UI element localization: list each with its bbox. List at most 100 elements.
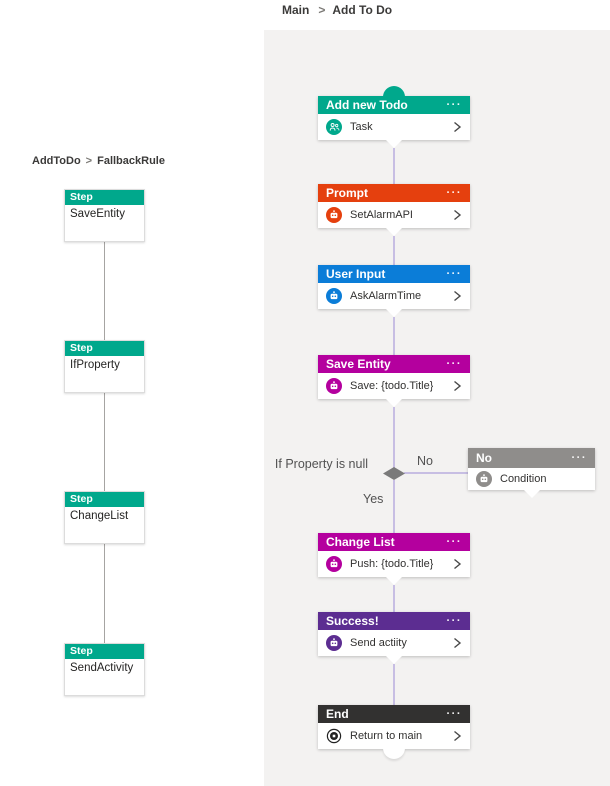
flow-node-save-entity[interactable]: Save Entity ··· Save: {todo.Title} xyxy=(318,355,470,407)
more-icon[interactable]: ··· xyxy=(446,708,462,720)
bot-icon xyxy=(326,635,342,651)
end-bottom-cap xyxy=(383,748,405,759)
node-tail xyxy=(386,656,402,664)
node-header[interactable]: Save Entity ··· xyxy=(318,355,470,373)
node-header[interactable]: Success! ··· xyxy=(318,612,470,630)
chevron-right-icon[interactable] xyxy=(452,558,462,570)
node-action-row[interactable]: Save: {todo.Title} xyxy=(318,373,470,399)
node-action-label: Send actiity xyxy=(350,637,407,649)
node-header[interactable]: Add new Todo ··· xyxy=(318,96,470,114)
step-node-header: Step xyxy=(65,644,144,659)
flow-node-change-list[interactable]: Change List ··· Push: {todo.Title} xyxy=(318,533,470,585)
node-action-label: Save: {todo.Title} xyxy=(350,380,434,392)
node-action-row[interactable]: SetAlarmAPI xyxy=(318,202,470,228)
node-title: No xyxy=(476,451,492,465)
step-node-label: SaveEntity xyxy=(70,208,125,220)
target-icon xyxy=(326,728,342,744)
node-title: Save Entity xyxy=(326,357,391,371)
node-header[interactable]: User Input ··· xyxy=(318,265,470,283)
flow-node-prompt[interactable]: Prompt ··· SetAlarmAPI xyxy=(318,184,470,236)
node-action-label: Condition xyxy=(500,473,547,485)
node-title: User Input xyxy=(326,267,386,281)
node-action-row[interactable]: Task xyxy=(318,114,470,140)
node-tail xyxy=(386,577,402,585)
people-icon xyxy=(326,119,342,135)
bot-icon xyxy=(326,556,342,572)
node-action-label: Return to main xyxy=(350,730,423,742)
more-icon[interactable]: ··· xyxy=(571,452,587,464)
node-title: End xyxy=(326,707,349,721)
breadcrumb-item-fallbackrule[interactable]: FallbackRule xyxy=(97,155,165,167)
more-icon[interactable]: ··· xyxy=(446,187,462,199)
node-action-label: AskAlarmTime xyxy=(350,290,422,302)
node-action-row[interactable]: Condition xyxy=(468,468,595,490)
flow-node-user-input[interactable]: User Input ··· AskAlarmTime xyxy=(318,265,470,317)
chevron-right-icon[interactable] xyxy=(452,730,462,742)
connector-line xyxy=(393,148,395,184)
connector-line xyxy=(393,585,395,612)
breadcrumb-item-main[interactable]: Main xyxy=(282,3,310,17)
node-header[interactable]: No ··· xyxy=(468,448,595,468)
chevron-right-icon[interactable] xyxy=(452,380,462,392)
node-title: Add new Todo xyxy=(326,98,408,112)
connector-line xyxy=(393,664,395,705)
node-action-label: SetAlarmAPI xyxy=(350,209,413,221)
more-icon[interactable]: ··· xyxy=(446,99,462,111)
step-node-label: IfProperty xyxy=(70,359,120,371)
connector-line xyxy=(393,407,395,468)
node-header[interactable]: End ··· xyxy=(318,705,470,723)
connector-line-yes-branch xyxy=(393,480,395,533)
breadcrumb-separator: > xyxy=(85,155,93,167)
more-icon[interactable]: ··· xyxy=(446,536,462,548)
connector-line xyxy=(104,541,105,643)
bot-icon xyxy=(476,471,492,487)
flow-node-end[interactable]: End ··· Return to main xyxy=(318,705,470,759)
step-node-ifproperty[interactable]: Step IfProperty xyxy=(64,340,145,393)
step-node-saveentity[interactable]: Step SaveEntity xyxy=(64,189,145,242)
breadcrumb-right: Main>Add To Do xyxy=(282,3,392,17)
chevron-right-icon[interactable] xyxy=(452,637,462,649)
trigger-top-cap xyxy=(383,86,405,97)
node-tail xyxy=(386,228,402,236)
step-node-header: Step xyxy=(65,492,144,507)
flow-node-no-branch[interactable]: No ··· Condition xyxy=(468,448,595,498)
step-node-sendactivity[interactable]: Step SendActivity xyxy=(64,643,145,696)
step-node-changelist[interactable]: Step ChangeList xyxy=(64,491,145,544)
node-tail xyxy=(523,490,540,498)
node-tail xyxy=(386,309,402,317)
connector-line-no-branch xyxy=(404,472,468,474)
node-tail xyxy=(386,399,402,407)
node-action-row[interactable]: Push: {todo.Title} xyxy=(318,551,470,577)
bot-icon xyxy=(326,288,342,304)
flow-node-success[interactable]: Success! ··· Send actiity xyxy=(318,612,470,664)
branch-no-label: No xyxy=(417,454,433,468)
chevron-right-icon[interactable] xyxy=(452,121,462,133)
branch-diamond xyxy=(383,467,405,480)
node-header[interactable]: Change List ··· xyxy=(318,533,470,551)
breadcrumb-item-addtodo[interactable]: AddToDo xyxy=(32,155,81,167)
connector-line xyxy=(104,239,105,340)
node-action-row[interactable]: Send actiity xyxy=(318,630,470,656)
more-icon[interactable]: ··· xyxy=(446,358,462,370)
chevron-right-icon[interactable] xyxy=(452,209,462,221)
node-action-row[interactable]: Return to main xyxy=(318,723,470,749)
step-node-label: SendActivity xyxy=(70,662,134,674)
more-icon[interactable]: ··· xyxy=(446,615,462,627)
node-header[interactable]: Prompt ··· xyxy=(318,184,470,202)
more-icon[interactable]: ··· xyxy=(446,268,462,280)
dialog-flow-canvas[interactable] xyxy=(264,30,610,786)
branch-condition-label: If Property is null xyxy=(274,457,368,471)
step-node-header: Step xyxy=(65,190,144,205)
bot-icon xyxy=(326,378,342,394)
step-node-header: Step xyxy=(65,341,144,356)
branch-yes-label: Yes xyxy=(363,492,384,506)
breadcrumb-item-addtodo[interactable]: Add To Do xyxy=(332,3,393,17)
flow-node-add-new-todo[interactable]: Add new Todo ··· Task xyxy=(318,86,470,148)
chevron-right-icon[interactable] xyxy=(452,290,462,302)
node-title: Success! xyxy=(326,614,379,628)
node-title: Prompt xyxy=(326,186,368,200)
step-node-label: ChangeList xyxy=(70,510,129,522)
node-action-row[interactable]: AskAlarmTime xyxy=(318,283,470,309)
node-action-label: Task xyxy=(350,121,373,133)
